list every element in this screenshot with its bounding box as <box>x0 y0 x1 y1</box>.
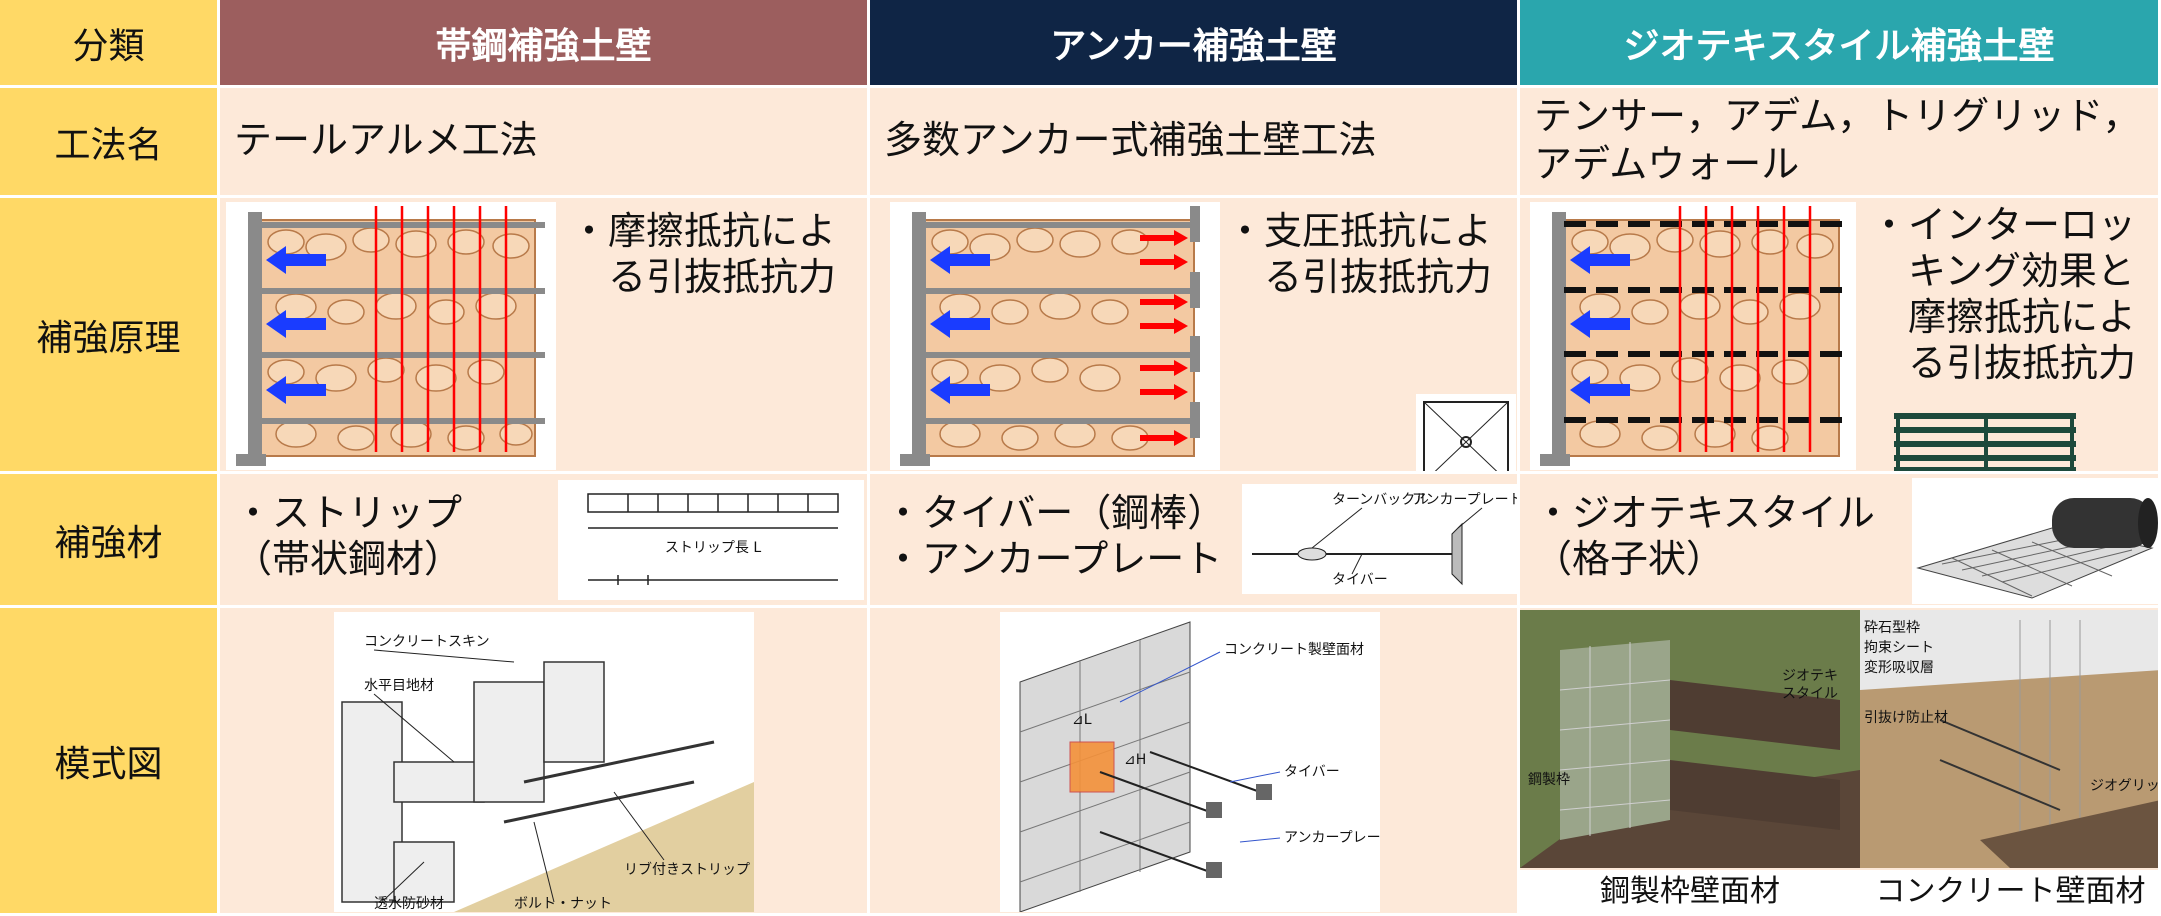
tiebar-label: タイバー <box>1332 572 1388 588</box>
method-name: テールアルメ工法 <box>234 118 538 162</box>
diagram-label: アンカープレート <box>1284 830 1380 846</box>
principle-cell-1: ・摩擦抵抗によ る引抜抵抗力 <box>220 198 870 474</box>
category-header: 分類 <box>0 0 220 88</box>
material-cell-1: ・ストリップ （帯状鋼材） ストリップ長 L <box>220 474 870 608</box>
principle-text: ・インターロッ キング効果と 摩擦抵抗によ る引抜抵抗力 <box>1870 202 2136 386</box>
principle-text-line: ・インターロッ <box>1870 203 2137 247</box>
principle-text-line: キング効果と <box>1870 249 2135 293</box>
diagram-label: スタイル <box>1782 686 1838 702</box>
material-text: ・タイバー（鋼棒） ・アンカープレート <box>884 490 1225 582</box>
turnbuckle-label: ターンバックル <box>1332 492 1429 508</box>
caption-steel-frame: 鋼製枠壁面材 <box>1520 870 1860 913</box>
material-text-line: （格子状） <box>1534 537 1725 581</box>
material-cell-3: ・ジオテキスタイル （格子状） <box>1520 474 2161 608</box>
diagram-label: 鋼製枠 <box>1528 772 1570 788</box>
method-cell-2: 多数アンカー式補強土壁工法 <box>870 88 1520 198</box>
caption-concrete-wall: コンクリート壁面材 <box>1860 870 2158 913</box>
column-header-geotextile: ジオテキスタイル補強土壁 <box>1520 0 2161 88</box>
diagram-label: コンクリートスキン <box>364 634 490 650</box>
method-name: テンサー，アデム，トリグリッド， アデムウォール <box>1520 88 2158 188</box>
diagram-label: 透水防砂材 <box>374 896 444 912</box>
steel-strip-wall-diagram: コンクリートスキン 水平目地材 リブ付きストリップ 透水防砂材 ボルト・ナット <box>334 612 754 912</box>
material-text-line: ・タイバー（鋼棒） <box>884 491 1226 535</box>
geogrid-roll-figure <box>1912 478 2158 604</box>
diagram-cell-1: コンクリートスキン 水平目地材 リブ付きストリップ 透水防砂材 ボルト・ナット <box>220 608 870 916</box>
method-cell-1: テールアルメ工法 <box>220 88 870 198</box>
material-cell-2: ・タイバー（鋼棒） ・アンカープレート ターンバックル アンカープレート タイバ… <box>870 474 1520 608</box>
row-header-material: 補強材 <box>0 474 220 608</box>
interlocking-principle-figure <box>1530 202 1856 470</box>
principle-text-line: る引抜抵抗力 <box>570 255 837 299</box>
method-name-line: テンサー，アデム，トリグリッド， <box>1534 94 2141 138</box>
diagram-label: 変形吸収層 <box>1864 659 1934 676</box>
diagram-label: ジオグリッド <box>2090 778 2161 794</box>
principle-text-line: ・支圧抵抗によ <box>1226 209 1493 253</box>
diagram-label: コンクリート製壁面材 <box>1224 642 1364 658</box>
column-header-steel-strip: 帯鋼補強土壁 <box>220 0 870 88</box>
anchor-plate-figure <box>1416 394 1516 471</box>
material-text-line: ・ストリップ <box>234 491 463 535</box>
concrete-wall-photo: 砕石型枠 拘束シート 変形吸収層 引抜け防止材 ジオグリッド <box>1860 610 2161 868</box>
diagram-label: 砕石型枠 <box>1864 620 1920 636</box>
diagram-cell-3: ジオテキ スタイル 鋼製枠 鋼製枠壁面材 砕石型枠 拘束シート 変形吸収 <box>1520 608 2161 916</box>
material-text: ・ジオテキスタイル （格子状） <box>1534 490 1875 582</box>
principle-text: ・支圧抵抗によ る引抜抵抗力 <box>1226 208 1492 300</box>
diagram-label: ⊿H <box>1124 752 1146 768</box>
diagram-label: ジオテキ <box>1782 668 1838 684</box>
diagram-label: 拘束シート <box>1864 640 1934 656</box>
principle-text-line: る引抜抵抗力 <box>1226 255 1493 299</box>
principle-cell-2: ・支圧抵抗によ る引抜抵抗力 <box>870 198 1520 474</box>
diagram-label: リブ付きストリップ <box>624 861 750 878</box>
method-cell-3: テンサー，アデム，トリグリッド， アデムウォール <box>1520 88 2161 198</box>
row-header-diagram: 模式図 <box>0 608 220 916</box>
strip-length-label: ストリップ長 L <box>665 540 761 556</box>
bearing-principle-figure <box>890 202 1220 470</box>
material-text: ・ストリップ （帯状鋼材） <box>234 490 462 582</box>
diagram-label: 水平目地材 <box>364 678 434 694</box>
row-header-principle: 補強原理 <box>0 198 220 474</box>
anchor-plate-label: アンカープレート <box>1412 492 1520 508</box>
diagram-cell-2: コンクリート製壁面材 ⊿L ⊿H タイバー アンカープレート <box>870 608 1520 916</box>
principle-text-line: ・摩擦抵抗によ <box>570 209 837 253</box>
tiebar-figure: ターンバックル アンカープレート タイバー <box>1242 484 1520 594</box>
steel-frame-wall-photo: ジオテキ スタイル 鋼製枠 <box>1520 610 1860 868</box>
material-text-line: ・ジオテキスタイル <box>1534 491 1875 535</box>
friction-principle-figure <box>226 202 556 470</box>
diagram-label: 引抜け防止材 <box>1864 710 1948 726</box>
column-header-anchor: アンカー補強土壁 <box>870 0 1520 88</box>
anchor-wall-diagram: コンクリート製壁面材 ⊿L ⊿H タイバー アンカープレート <box>1000 612 1395 913</box>
diagram-label: タイバー <box>1284 764 1340 780</box>
row-header-method: 工法名 <box>0 88 220 198</box>
geogrid-sample-figure <box>1890 410 2080 471</box>
principle-text: ・摩擦抵抗によ る引抜抵抗力 <box>570 208 836 300</box>
method-name: 多数アンカー式補強土壁工法 <box>884 118 1377 162</box>
diagram-label: ⊿L <box>1072 712 1092 728</box>
principle-cell-3: ・インターロッ キング効果と 摩擦抵抗によ る引抜抵抗力 <box>1520 198 2161 474</box>
material-text-line: ・アンカープレート <box>884 537 1223 581</box>
material-text-line: （帯状鋼材） <box>234 537 463 581</box>
method-name-line: アデムウォール <box>1534 142 1800 186</box>
principle-text-line: る引抜抵抗力 <box>1870 341 2137 385</box>
strip-figure: ストリップ長 L <box>558 480 864 600</box>
diagram-label: ボルト・ナット <box>514 896 612 912</box>
principle-text-line: 摩擦抵抗によ <box>1870 295 2137 339</box>
